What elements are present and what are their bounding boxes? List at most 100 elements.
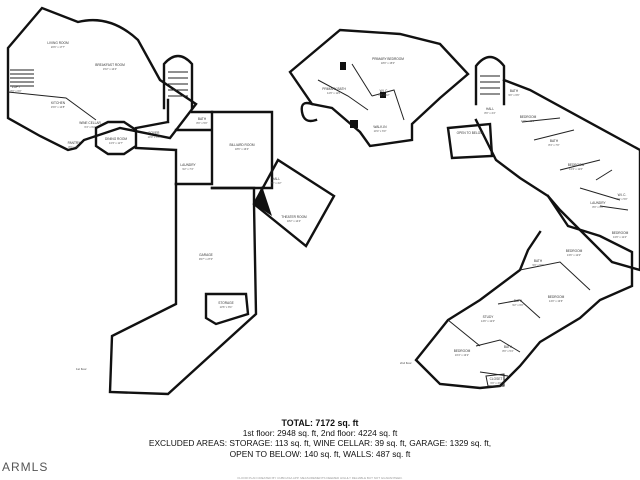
storage-label: STORAGE bbox=[218, 301, 234, 305]
open-to-below-walls bbox=[446, 122, 494, 160]
southeast-wing-dividers bbox=[447, 261, 591, 377]
stair-tower-walls bbox=[162, 54, 194, 110]
bedroom-5-dims: 14'0" x 13'6" bbox=[549, 299, 563, 303]
wine-cellar-dims: 6'4" x 6'2" bbox=[84, 125, 95, 129]
bath-label: BATH bbox=[198, 117, 207, 121]
walk-in-dims: 10'4" x 6'0" bbox=[374, 129, 387, 133]
bedroom-6-label: BEDROOM bbox=[454, 349, 471, 353]
laundry-label: LAUNDRY bbox=[180, 163, 196, 167]
primary-bedroom-dims: 18'0" x 15'0" bbox=[381, 61, 395, 65]
laundry-dims: 9'2" x 7'4" bbox=[182, 167, 193, 171]
foyer-walls bbox=[134, 98, 178, 186]
kitchen-dims: 15'0" x 14'8" bbox=[51, 105, 65, 109]
storage-walls bbox=[204, 292, 250, 326]
primary-suite-column-a bbox=[340, 62, 346, 70]
garage-dims: 39'7" x 27'0" bbox=[199, 257, 213, 261]
bath-4-dims: 9'2" x 6'0" bbox=[512, 303, 523, 307]
foyer-dims: 10'0" x 8'0" bbox=[148, 135, 161, 139]
floor-areas: 1st floor: 2948 sq. ft, 2nd floor: 4224 … bbox=[242, 428, 398, 439]
stair-lines bbox=[10, 69, 34, 87]
bath-1-label: BATH bbox=[510, 89, 519, 93]
bath-5-label: BATH bbox=[504, 345, 513, 349]
breakfast-room-dims: 15'2" x 14'4" bbox=[103, 67, 117, 71]
upper-laundry-label: LAUNDRY bbox=[590, 201, 606, 205]
bedroom-3-dims: 13'0" x 11'4" bbox=[613, 235, 627, 239]
southeast-wing-walls bbox=[414, 194, 634, 390]
bath-5-dims: 8'0" x 5'4" bbox=[502, 349, 513, 353]
hall-dims: 7'0" x 4'2" bbox=[270, 181, 281, 185]
primary-bath-label: PRIMARY BATH bbox=[322, 87, 346, 91]
second-floor-tag: 2nd floor bbox=[400, 361, 412, 365]
study-dims: 14'6" x 12'0" bbox=[481, 319, 495, 323]
floor-plan-drawing: LIVING ROOM 20'6" x 17'7" BREAKFAST ROOM… bbox=[6, 6, 640, 396]
bedroom-4-dims: 13'6" x 12'0" bbox=[567, 253, 581, 257]
upper-tower-stair-lines bbox=[480, 75, 500, 95]
breakfast-room-label: BREAKFAST ROOM bbox=[95, 63, 125, 67]
bedroom-4-label: BEDROOM bbox=[566, 249, 583, 253]
pantry-label: PANTRY bbox=[68, 141, 82, 145]
disclaimer-text: FLOOR PLAN CREATED BY CUBICASA APP. MEAS… bbox=[237, 476, 403, 480]
east-wing-dividers bbox=[521, 117, 629, 211]
bath-2-dims: 8'4" x 7'0" bbox=[548, 143, 559, 147]
open-to-below-label: OPEN TO BELOW bbox=[457, 131, 484, 135]
bedroom-6-dims: 16'4" x 13'2" bbox=[455, 353, 469, 357]
dining-room-label: DINING ROOM bbox=[105, 137, 127, 141]
theater-room-walls bbox=[252, 158, 336, 248]
second-floor-plan: PRIMARY BEDROOM 18'0" x 15'0" PRIMARY BA… bbox=[288, 28, 640, 390]
tower-stair-lines bbox=[168, 71, 188, 97]
first-floor-tag: 1st floor bbox=[76, 367, 87, 371]
upper-hall-label: HALL bbox=[486, 107, 494, 111]
walk-in-label: WALK-IN bbox=[373, 125, 387, 129]
primary-bath-dims: 14'6" x 11'0" bbox=[327, 91, 341, 95]
primary-suite-walls bbox=[288, 28, 470, 148]
area-summary: TOTAL: 7172 sq. ft 1st floor: 2948 sq. f… bbox=[0, 418, 640, 459]
wic-label: W.I.C. bbox=[380, 89, 389, 93]
bath-4-label: BATH bbox=[514, 299, 523, 303]
pantry-dims: 8'0" x 5'4" bbox=[68, 145, 79, 149]
dining-room-dims: 13'3" x 11'7" bbox=[109, 141, 123, 145]
kitchen-label: KITCHEN bbox=[51, 101, 66, 105]
bath-dims: 8'0" x 5'0" bbox=[196, 121, 207, 125]
wic-dims: 6'4" x 5'2" bbox=[378, 93, 389, 97]
foyer-label: FOYER bbox=[149, 131, 161, 135]
open-and-walls: OPEN TO BELOW: 140 sq. ft, WALLS: 487 sq… bbox=[229, 448, 411, 459]
closet-label: CLOSET bbox=[490, 377, 503, 381]
living-kitchen-divider bbox=[7, 91, 97, 121]
upper-laundry-dims: 8'0" x 6'0" bbox=[592, 205, 603, 209]
bedroom-2-label: BEDROOM bbox=[568, 163, 585, 167]
east-wing-walls bbox=[474, 78, 640, 272]
billiard-room-dims: 18'6" x 16'4" bbox=[235, 147, 249, 151]
wic-2-dims: 6'0" x 5'0" bbox=[616, 197, 627, 201]
bedroom-1-label: BEDROOM bbox=[520, 115, 537, 119]
excluded-areas: EXCLUDED AREAS: STORAGE: 113 sq. ft, WIN… bbox=[148, 438, 492, 449]
first-floor-plan: LIVING ROOM 20'6" x 17'7" BREAKFAST ROOM… bbox=[6, 6, 336, 396]
loft-label: LOFT bbox=[12, 85, 20, 89]
bedroom-3-label: BEDROOM bbox=[612, 231, 629, 235]
south-closet-walls bbox=[485, 373, 505, 387]
wic-2-label: W.I.C. bbox=[618, 193, 627, 197]
living-room-dims: 20'6" x 17'7" bbox=[51, 45, 65, 49]
bedroom-2-dims: 13'4" x 11'6" bbox=[569, 167, 583, 171]
living-kitchen-wing-walls bbox=[6, 6, 198, 152]
theater-room-label: THEATER ROOM bbox=[281, 215, 307, 219]
living-room-label: LIVING ROOM bbox=[47, 41, 69, 45]
theater-room-dims: 18'2" x 14'4" bbox=[287, 219, 301, 223]
bath-2-label: BATH bbox=[550, 139, 559, 143]
hall-label: HALL bbox=[272, 177, 280, 181]
storage-dims: 13'6" x 8'4" bbox=[220, 305, 233, 309]
garage-label: GARAGE bbox=[199, 253, 213, 257]
primary-suite-column-c bbox=[380, 92, 386, 98]
bath-3-label: BATH bbox=[534, 259, 543, 263]
bath-1-dims: 9'0" x 6'6" bbox=[508, 93, 519, 97]
closet-dims: 6'0" x 4'0" bbox=[490, 381, 501, 385]
bedroom-5-label: BEDROOM bbox=[548, 295, 565, 299]
armls-logo: ARMLS bbox=[2, 460, 49, 474]
theater-stair-wedge bbox=[254, 186, 272, 216]
total-area: TOTAL: 7172 sq. ft bbox=[281, 418, 359, 428]
bedroom-1-dims: 13'0" x 11'0" bbox=[521, 119, 535, 123]
study-label: STUDY bbox=[483, 315, 495, 319]
wine-cellar-label: WINE CELLAR bbox=[79, 121, 101, 125]
billiard-room-label: BILLIARD ROOM bbox=[230, 143, 255, 147]
garage-walls bbox=[108, 182, 258, 396]
upper-stair-tower-walls bbox=[474, 55, 506, 106]
